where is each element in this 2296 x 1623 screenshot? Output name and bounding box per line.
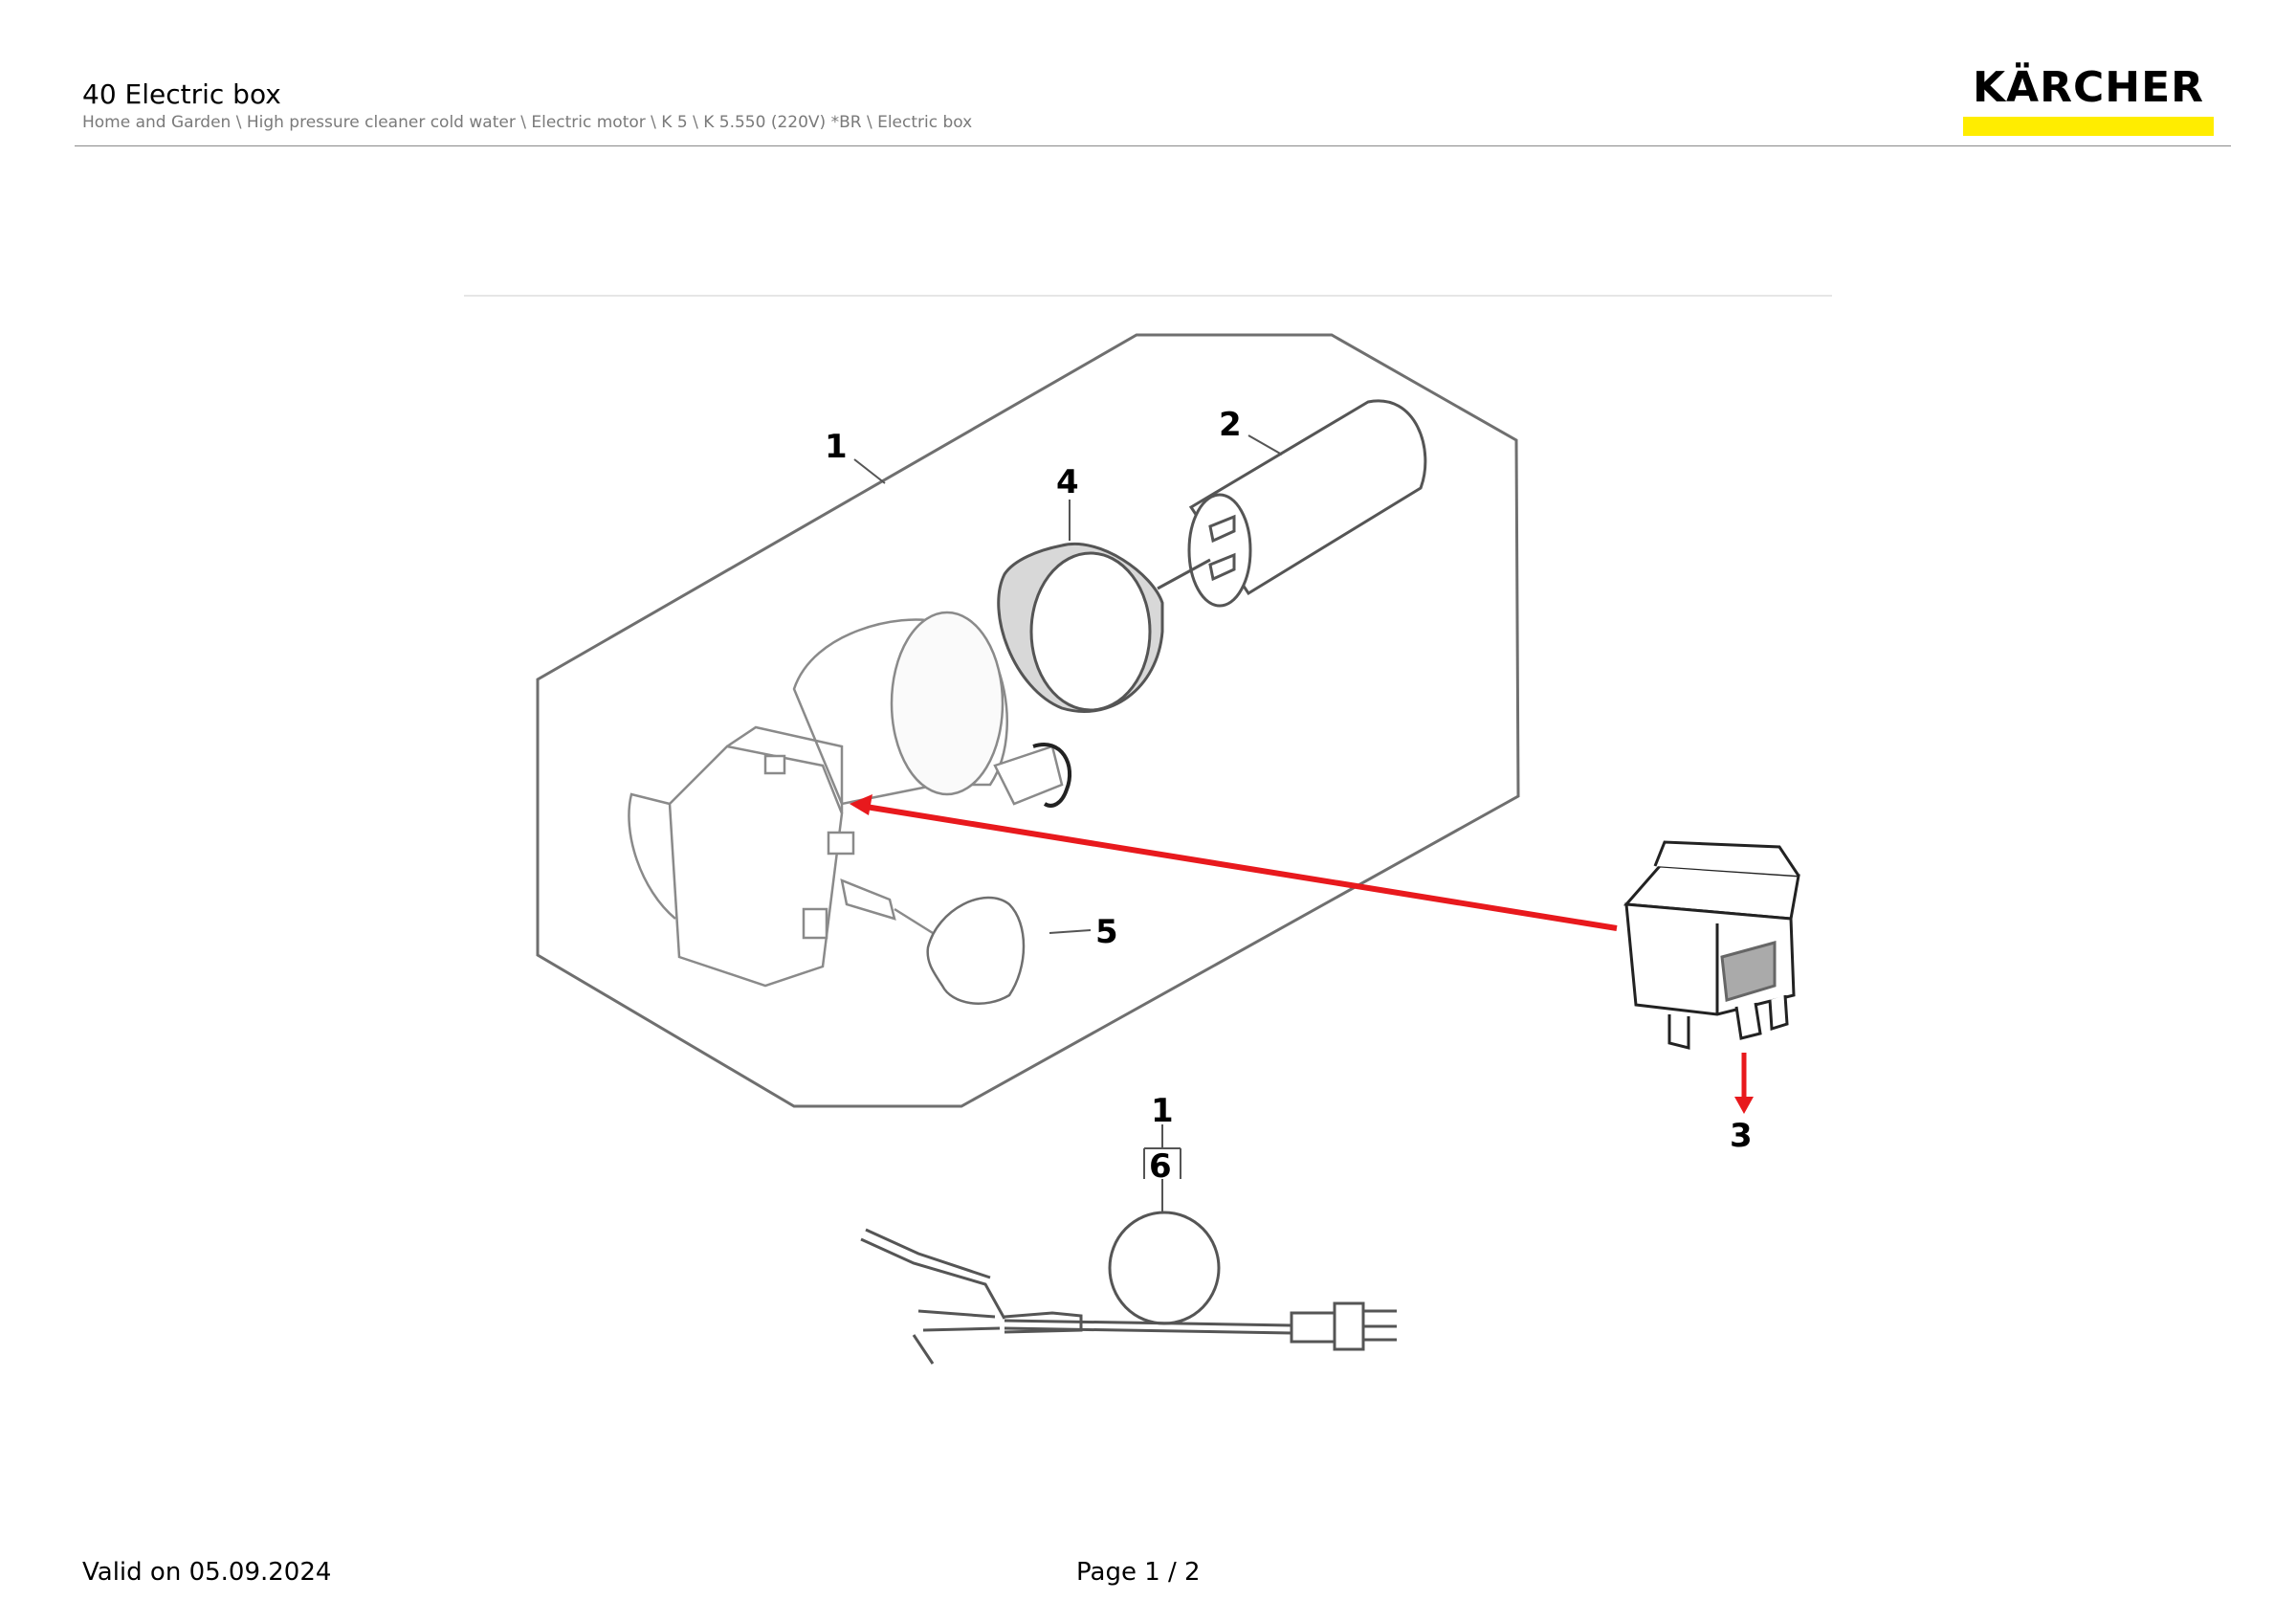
logo-wordmark: KÄRCHER — [1972, 63, 2205, 112]
breadcrumb: Home and Garden \ High pressure cleaner … — [82, 113, 973, 132]
validity-date: Valid on 05.09.2024 — [82, 1558, 332, 1587]
switch-location-arrow — [850, 794, 1618, 931]
callout-2: 2 — [1219, 406, 1242, 444]
assembly-frame — [536, 333, 1520, 1108]
logo-yellow-bar — [1963, 117, 2214, 136]
callout-6: 6 — [1149, 1147, 1172, 1186]
callout-leaders — [853, 434, 1283, 1213]
knob-illustration — [926, 896, 1026, 1005]
capacitor-illustration — [1157, 399, 1427, 608]
callout-5: 5 — [1095, 913, 1118, 951]
callout-4: 4 — [1056, 463, 1079, 501]
page-number: Page 1 / 2 — [1076, 1558, 1201, 1587]
karcher-logo: KÄRCHER — [1963, 63, 2214, 136]
callout-1-bottom: 1 — [1151, 1092, 1174, 1130]
header-divider — [75, 145, 2231, 146]
callout-3: 3 — [1730, 1117, 1753, 1155]
seal-ring-illustration — [997, 543, 1164, 713]
switch-down-arrow — [1734, 1053, 1754, 1114]
motor-illustration — [628, 611, 1072, 988]
callout-1-top: 1 — [825, 428, 848, 466]
rocker-switch-illustration — [1623, 840, 1800, 1050]
power-cord-illustration — [860, 1211, 1397, 1365]
page-title: 40 Electric box — [82, 78, 281, 110]
